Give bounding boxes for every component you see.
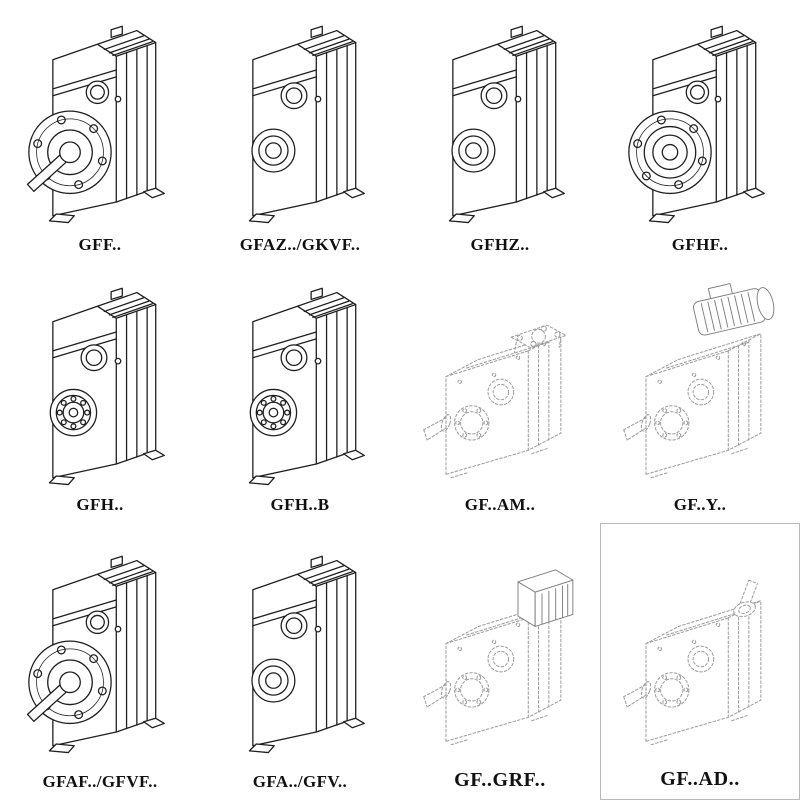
- gearbox-line-art: [623, 579, 762, 745]
- gearbox-line-art: [48, 287, 165, 485]
- gearbox-line-art: [248, 555, 365, 754]
- gearbox-line-art: [423, 324, 567, 478]
- gearbox-line-art: [26, 555, 165, 754]
- gearbox-drawing-bearing: [2, 267, 198, 492]
- gearbox-drawing-cover-box: [402, 527, 598, 766]
- model-label: GFAZ../GKVF..: [239, 235, 361, 254]
- gearbox-drawing-bores-2: [202, 527, 398, 769]
- catalog-cell-gf-ad: GF..AD..: [600, 523, 800, 800]
- catalog-cell-gf-am: GF..AM..: [400, 263, 600, 523]
- model-label: GF..GRF..: [454, 769, 546, 791]
- model-label: GF..AM..: [464, 495, 536, 514]
- gearbox-drawing-bearing-b: [202, 267, 398, 492]
- gearbox-drawing-input-shaft: [603, 528, 797, 765]
- gearbox-drawing-flange-hollow: [602, 4, 798, 232]
- model-label: GFF..: [78, 235, 122, 254]
- model-label: GFH..: [76, 495, 124, 514]
- catalog-cell-gf-y: GF..Y..: [600, 263, 800, 523]
- catalog-cell-gfaf-gfvf: GFAF../GFVF..: [0, 523, 200, 800]
- gearbox-line-art: [623, 274, 778, 478]
- gearbox-drawing-hollow-shaft: [402, 4, 598, 232]
- catalog-cell-gfh: GFH..: [0, 263, 200, 523]
- catalog-cell-gfaz-gkvf: GFAZ../GKVF..: [200, 0, 400, 263]
- gearbox-line-art: [423, 568, 574, 745]
- model-label: GF..AD..: [660, 768, 740, 790]
- model-label: GFH..B: [270, 495, 330, 514]
- gearbox-drawing-flange-shaft-2: [2, 527, 198, 769]
- gearbox-drawing-iec-adapter: [402, 267, 598, 492]
- catalog-cell-gfh-b: GFH..B: [200, 263, 400, 523]
- model-label: GFA../GFV..: [252, 772, 348, 791]
- gearbox-drawing-flange-shaft: [2, 4, 198, 232]
- gearbox-line-art: [26, 25, 165, 224]
- gearbox-line-art: [628, 25, 765, 224]
- gearbox-line-art: [448, 25, 565, 224]
- catalog-cell-gff: GFF..: [0, 0, 200, 263]
- model-label: GFHF..: [671, 235, 729, 254]
- model-label: GFAF../GFVF..: [42, 772, 158, 791]
- gearbox-drawing-bores: [202, 4, 398, 232]
- gearbox-line-art: [248, 287, 365, 485]
- catalog-cell-gfa-gfv: GFA../GFV..: [200, 523, 400, 800]
- gearbox-line-art: [248, 25, 365, 224]
- gearbox-drawing-with-motor: [602, 267, 798, 492]
- model-label: GFHZ..: [470, 235, 530, 254]
- model-label: GF..Y..: [673, 495, 727, 514]
- catalog-cell-gf-grf: GF..GRF..: [400, 523, 600, 800]
- catalog-cell-gfhf: GFHF..: [600, 0, 800, 263]
- catalog-cell-gfhz: GFHZ..: [400, 0, 600, 263]
